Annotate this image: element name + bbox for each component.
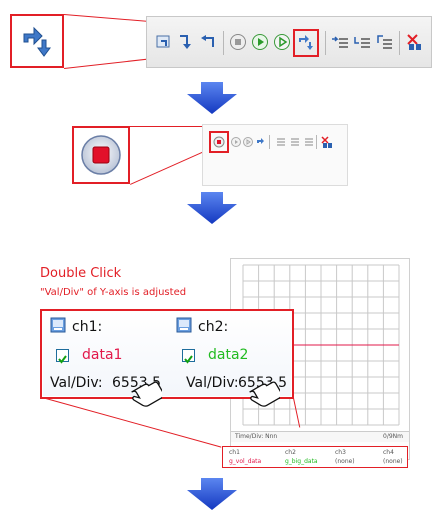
channel-panel: ch1: data1 Val/Div: 6553.5 ch2: data2 Va… bbox=[40, 309, 294, 407]
checkmark-icon bbox=[184, 355, 193, 364]
toolbar-top bbox=[146, 16, 432, 68]
callout-line bbox=[130, 126, 210, 127]
capture-icon[interactable] bbox=[155, 33, 173, 51]
list-up-icon[interactable] bbox=[301, 137, 313, 147]
ch2-data-label: data2 bbox=[208, 347, 249, 363]
legend-entry-2: g_big_data bbox=[285, 458, 318, 465]
ch1-valdiv-label: Val/Div: bbox=[50, 375, 103, 391]
disconnect-icon[interactable] bbox=[405, 32, 425, 52]
stop-icon[interactable] bbox=[229, 33, 247, 51]
step-down-icon[interactable] bbox=[177, 33, 195, 51]
highlight-box bbox=[209, 131, 229, 153]
reset-icon[interactable] bbox=[256, 137, 266, 147]
channel-icon bbox=[50, 317, 66, 333]
run-once-icon[interactable] bbox=[243, 137, 253, 147]
list-up-icon[interactable] bbox=[375, 33, 393, 51]
legend-col-ch4: ch4 bbox=[383, 449, 394, 456]
zoom-callout-2 bbox=[72, 126, 130, 184]
legend-entry-4: (none) bbox=[383, 458, 403, 465]
down-arrow-icon bbox=[187, 82, 237, 114]
ch2-valdiv-label: Val/Div: bbox=[186, 375, 239, 391]
stop-icon bbox=[81, 135, 121, 175]
channel-icon bbox=[176, 317, 192, 333]
run-icon[interactable] bbox=[231, 137, 241, 147]
highlight-box bbox=[293, 29, 319, 57]
annotation-subtitle: "Val/Div" of Y-axis is adjusted bbox=[40, 287, 187, 298]
legend-entry-1: g_vol_data bbox=[229, 458, 262, 465]
back-icon[interactable] bbox=[199, 33, 217, 51]
legend-strip: ch1 ch2 ch3 ch4 g_vol_data g_big_data (n… bbox=[222, 446, 408, 468]
ch2-checkbox[interactable] bbox=[182, 349, 195, 364]
ch1-checkbox[interactable] bbox=[56, 349, 69, 364]
down-arrow-icon bbox=[187, 478, 237, 510]
ch2-label: ch2: bbox=[198, 319, 229, 335]
legend-col-ch2: ch2 bbox=[285, 449, 296, 456]
legend-col-ch1: ch1 bbox=[229, 449, 240, 456]
right-range-label: 0/9Nm bbox=[383, 433, 403, 440]
time-div-label: Time/Div: Nnn bbox=[235, 433, 278, 440]
list-in-icon[interactable] bbox=[353, 33, 371, 51]
list-arrow-icon[interactable] bbox=[273, 137, 285, 147]
callout-line bbox=[130, 150, 206, 185]
legend-entry-3: (none) bbox=[335, 458, 355, 465]
reset-icon[interactable] bbox=[297, 33, 315, 51]
stop-icon[interactable] bbox=[213, 136, 225, 148]
zoom-callout-1 bbox=[10, 14, 64, 68]
list-arrow-icon[interactable] bbox=[331, 33, 349, 51]
hand-cursor-icon bbox=[131, 381, 162, 407]
zoom-frame bbox=[40, 309, 294, 399]
hand-cursor-icon bbox=[249, 381, 280, 407]
annotation-title: Double Click bbox=[40, 266, 122, 281]
ch1-data-label: data1 bbox=[82, 347, 123, 363]
ch1-label: ch1: bbox=[72, 319, 103, 335]
checkmark-icon bbox=[58, 355, 67, 364]
toolbar-middle bbox=[202, 124, 348, 186]
disconnect-icon[interactable] bbox=[320, 135, 334, 149]
down-arrow-icon bbox=[187, 192, 237, 224]
reset-icon bbox=[23, 26, 51, 57]
run-icon[interactable] bbox=[251, 33, 269, 51]
list-in-icon[interactable] bbox=[287, 137, 299, 147]
zoom-frame bbox=[10, 14, 64, 68]
run-once-icon[interactable] bbox=[273, 33, 291, 51]
zoom-frame bbox=[72, 126, 130, 184]
graph-footer-bar: Time/Div: Nnn 0/9Nm bbox=[231, 431, 409, 442]
legend-col-ch3: ch3 bbox=[335, 449, 346, 456]
